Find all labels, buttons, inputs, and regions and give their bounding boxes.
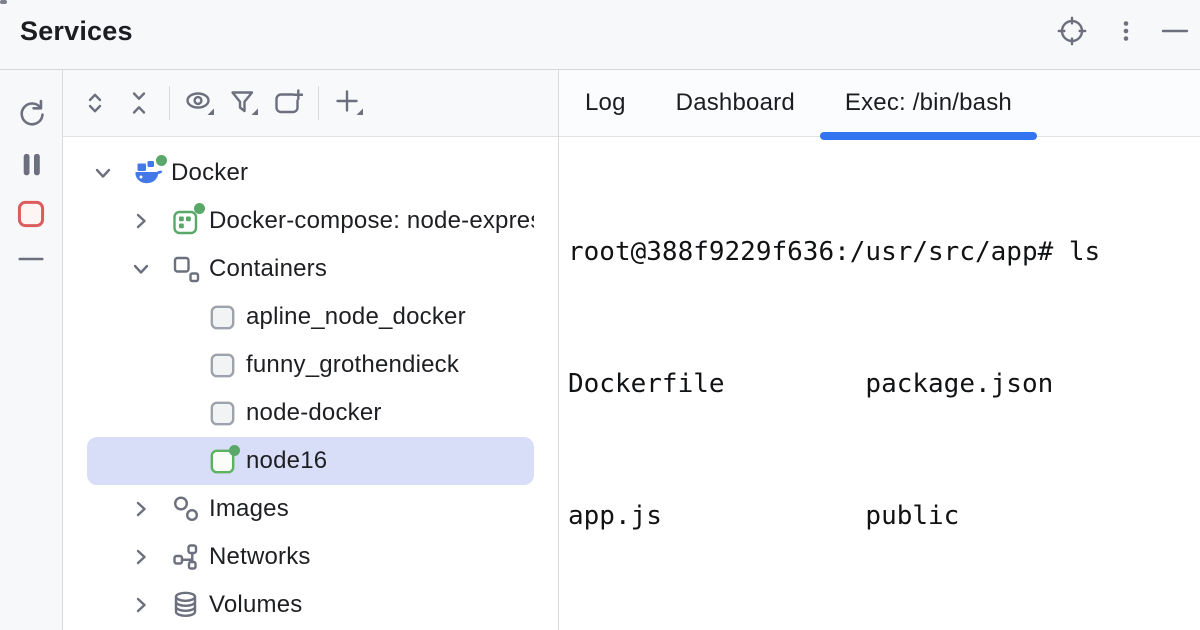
chevron-right-icon[interactable] [128,208,154,234]
tree-item-label: Docker [171,159,249,186]
container-stopped-icon [209,352,236,379]
tree-item-label: Volumes [209,591,303,618]
expand-all-icon[interactable] [73,81,117,125]
tool-window-header: Services [0,0,1200,70]
terminal-line: app.js public [568,501,960,531]
container-running-icon [209,444,240,475]
tree-item-node-docker[interactable]: node-docker [87,389,534,437]
running-badge [229,444,240,456]
chevron-down-icon[interactable] [90,160,116,186]
tree-item-volumes[interactable]: Volumes [87,581,534,629]
refresh-icon[interactable] [16,98,46,128]
tree-item-docker-compose[interactable]: Docker-compose: node-express [87,197,534,245]
tree-item-label: apline_node_docker [246,303,466,330]
page-title: Services [20,16,133,46]
container-stopped-icon [209,400,236,427]
target-icon[interactable] [1057,16,1087,46]
chevron-right-icon[interactable] [128,544,154,570]
tab-label: Dashboard [675,89,795,116]
tree-item-label: Networks [209,543,311,570]
chevron-down-icon[interactable] [128,256,154,282]
minimize-icon[interactable] [1160,16,1190,46]
chevron-right-icon[interactable] [128,592,154,618]
terminal-line: Dockerfile package.json [568,369,1054,399]
terminal-output[interactable]: root@388f9229f636:/usr/src/app# ls Docke… [559,137,1200,630]
toolbar-separator [169,86,170,120]
chevron-right-icon[interactable] [128,496,154,522]
tree-item-images[interactable]: Images [87,485,534,533]
tree-item-containers[interactable]: Containers [87,245,534,293]
panel-divider [558,70,559,630]
clipped-icon[interactable] [0,0,7,4]
filter-icon[interactable] [222,81,266,125]
docker-whale-icon [133,155,167,188]
hide-icon[interactable] [16,244,46,274]
networks-icon [171,542,201,572]
kebab-menu-icon[interactable] [1111,16,1141,46]
tab-log[interactable]: Log [560,70,651,136]
tree-item-label: Docker-compose: node-express [209,207,534,234]
stop-icon[interactable] [16,199,46,229]
tree-item-label: Containers [209,255,328,282]
containers-icon [171,254,201,284]
images-icon [171,494,201,524]
tree-item-label: node-docker [246,399,382,426]
services-tree-panel: Docker Docker-compose: node-express [63,70,558,630]
collapse-all-icon[interactable] [117,81,161,125]
pause-icon[interactable] [16,149,46,179]
tree-toolbar [63,70,558,137]
running-badge [194,203,205,214]
terminal-line: bin routes [568,626,1200,630]
tab-label: Log [585,89,626,116]
tab-exec-bin-bash[interactable]: Exec: /bin/bash [819,70,1038,140]
show-options-icon[interactable] [178,81,222,125]
tree-item-label: Images [209,495,289,522]
toolbar-separator [318,86,319,120]
tab-label: Exec: /bin/bash [844,89,1012,116]
add-icon[interactable] [327,81,371,125]
container-stopped-icon [209,304,236,331]
tab-bar: Log Dashboard Exec: /bin/bash [559,70,1200,140]
tree-item-docker[interactable]: Docker [87,149,534,197]
docker-compose-icon [171,203,205,236]
tree-item-funny-grothendieck[interactable]: funny_grothendieck [87,341,534,389]
tree-item-node16[interactable]: node16 [87,437,534,485]
tree-item-networks[interactable]: Networks [87,533,534,581]
volumes-icon [171,590,201,620]
container-detail-panel: Log Dashboard Exec: /bin/bash root@388f9… [559,70,1200,630]
tab-dashboard[interactable]: Dashboard [651,70,820,136]
tree-item-apline-node-docker[interactable]: apline_node_docker [87,293,534,341]
add-service-icon[interactable] [266,81,310,125]
tree-item-label: node16 [246,447,328,474]
running-badge [156,155,167,166]
services-tree: Docker Docker-compose: node-express [63,137,558,629]
tree-item-label: funny_grothendieck [246,351,460,378]
terminal-line: root@388f9229f636:/usr/src/app# ls [568,237,1101,267]
run-controls-strip [0,70,63,630]
